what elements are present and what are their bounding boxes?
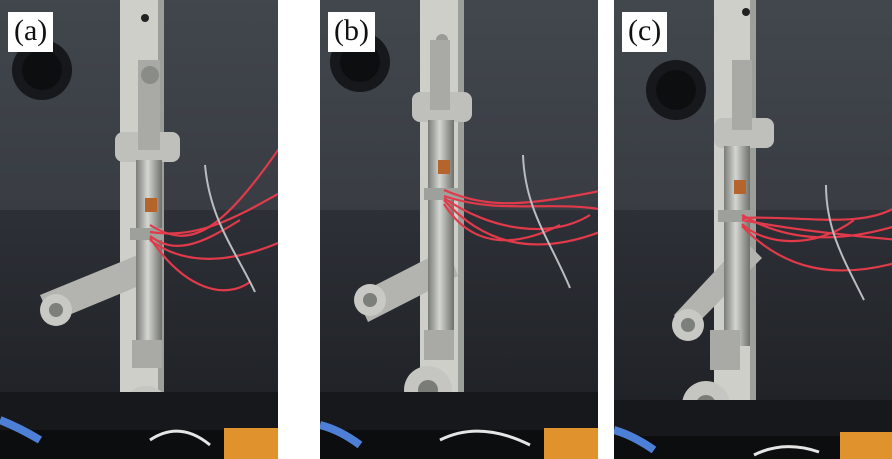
strain-gauge-icon <box>438 160 450 174</box>
test-rig-photo-b <box>320 0 598 459</box>
panel-label: (c) <box>622 12 668 52</box>
photo-panel-c: (c) <box>614 0 892 459</box>
red-wire-icon <box>741 207 892 272</box>
strain-gauge-icon <box>734 180 746 194</box>
panel-label: (a) <box>8 12 54 52</box>
blue-wire <box>614 426 657 454</box>
clevis-joint-icon <box>714 118 774 148</box>
instrumented-rod <box>136 160 162 350</box>
panel-label: (b) <box>328 12 375 52</box>
instrumented-rod <box>724 146 750 346</box>
red-wire-icon <box>443 188 598 246</box>
grey-wire <box>825 184 865 301</box>
strain-gauge-icon <box>145 198 157 212</box>
test-rig-photo-a <box>0 0 278 459</box>
orange-block <box>840 432 892 459</box>
orange-block <box>224 428 278 459</box>
orange-block <box>544 428 598 459</box>
blue-wire <box>320 421 363 449</box>
photo-panel-a: (a) <box>0 0 278 459</box>
blue-wire <box>0 416 43 444</box>
photo-panel-b: (b) <box>320 0 598 459</box>
instrumented-rod <box>428 120 454 350</box>
grey-wire <box>522 154 571 289</box>
test-rig-photo-c <box>614 0 892 459</box>
grey-wire <box>204 164 256 293</box>
